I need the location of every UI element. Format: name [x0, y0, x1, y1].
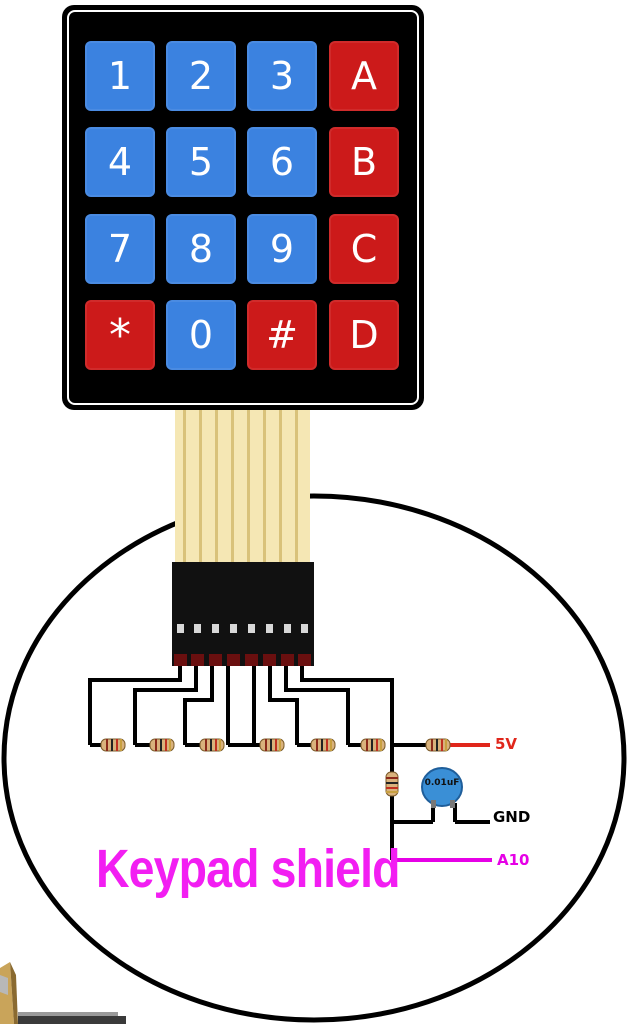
- key-3[interactable]: 3: [247, 41, 317, 111]
- connector-pin-base: [263, 654, 276, 666]
- resistor: [310, 738, 336, 752]
- connector-pin: [301, 624, 308, 633]
- key-2[interactable]: 2: [166, 41, 236, 111]
- key-5[interactable]: 5: [166, 127, 236, 197]
- connector-pin: [177, 624, 184, 633]
- key-star[interactable]: *: [85, 300, 155, 370]
- resistor: [385, 771, 399, 797]
- resistor: [425, 738, 451, 752]
- capacitor: [421, 767, 463, 808]
- key-8[interactable]: 8: [166, 214, 236, 284]
- connector-pin: [212, 624, 219, 633]
- resistor: [100, 738, 126, 752]
- connector-pin-base: [298, 654, 311, 666]
- connector-pin-base: [209, 654, 222, 666]
- key-hash[interactable]: #: [247, 300, 317, 370]
- ribbon-connector: [172, 562, 314, 666]
- connector-pin-base: [227, 654, 240, 666]
- ribbon-wire: [215, 410, 218, 565]
- key-b[interactable]: B: [329, 127, 399, 197]
- membrane-keypad: 1 2 3 A 4 5 6 B 7 8 9 C * 0 # D: [62, 5, 424, 410]
- ribbon-wire: [247, 410, 250, 565]
- key-7[interactable]: 7: [85, 214, 155, 284]
- key-d[interactable]: D: [329, 300, 399, 370]
- ribbon-wire: [231, 410, 234, 565]
- ribbon-wire: [199, 410, 202, 565]
- pin-traces: [88, 666, 490, 860]
- ribbon-wire: [183, 410, 186, 565]
- key-a[interactable]: A: [329, 41, 399, 111]
- ribbon-cable: [175, 410, 310, 565]
- connector-pin: [284, 624, 291, 633]
- key-9[interactable]: 9: [247, 214, 317, 284]
- resistor: [259, 738, 285, 752]
- signal-label: A10: [497, 851, 530, 869]
- key-0[interactable]: 0: [166, 300, 236, 370]
- ribbon-wire: [279, 410, 282, 565]
- connector-pin-base: [191, 654, 204, 666]
- key-4[interactable]: 4: [85, 127, 155, 197]
- shield-outline: [1, 493, 627, 1023]
- connector-pin-base: [174, 654, 187, 666]
- resistors: [100, 738, 451, 797]
- corner-object: [0, 962, 126, 1024]
- resistor: [199, 738, 225, 752]
- resistor: [360, 738, 386, 752]
- connector-pin: [230, 624, 237, 633]
- ribbon-wire: [295, 410, 298, 565]
- key-c[interactable]: C: [329, 214, 399, 284]
- connector-pin-base: [245, 654, 258, 666]
- vcc-label: 5V: [495, 735, 518, 753]
- connector-pin: [266, 624, 273, 633]
- key-6[interactable]: 6: [247, 127, 317, 197]
- capacitor-value: 0.01uF: [424, 778, 460, 788]
- connector-pin-base: [281, 654, 294, 666]
- keypad-frame: [67, 10, 419, 405]
- resistor: [149, 738, 175, 752]
- connector-pin: [248, 624, 255, 633]
- key-1[interactable]: 1: [85, 41, 155, 111]
- ribbon-wire: [263, 410, 266, 565]
- gnd-label: GND: [493, 808, 531, 826]
- diagram-title: Keypad shield: [96, 839, 401, 899]
- connector-pin: [194, 624, 201, 633]
